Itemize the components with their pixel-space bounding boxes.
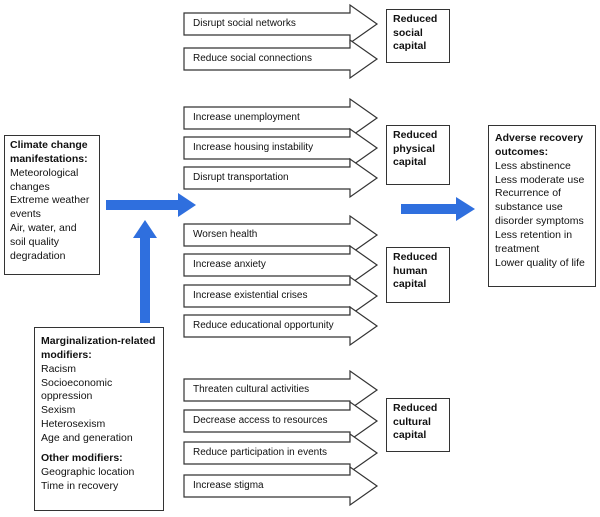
pathway-block-arrow [183, 97, 379, 139]
modifier-item: Sexism [41, 404, 76, 417]
outcome-item: Recurrence of substance use disorder sym… [495, 187, 584, 228]
climate-item: Air, water, and soil quality degradation [10, 222, 77, 262]
other-modifier-item: Geographic location [41, 465, 135, 478]
outcome-item: Lower quality of life [495, 256, 585, 269]
pathway-block-arrow [183, 244, 379, 286]
pathway-block-arrow [183, 3, 379, 45]
reduced-social-capital-box: Reduced social capital [386, 9, 450, 63]
pathway-label-increase-existential-crises: Increase existential crises [193, 290, 308, 301]
reduced-human-capital-box: Reduced human capital [386, 247, 450, 303]
climate-item: Extreme weather events [10, 194, 90, 221]
pathway-label-increase-stigma: Increase stigma [193, 480, 264, 491]
climate-item: Meteorological changes [10, 166, 79, 193]
pathway-label-disrupt-social-networks: Disrupt social networks [193, 18, 296, 29]
outcome-item: Less retention in treatment [495, 229, 573, 255]
pathway-block-arrow [183, 432, 379, 474]
climate-change-title: Climate change manifestations: [10, 139, 88, 165]
pathway-label-disrupt-transportation: Disrupt transportation [193, 172, 289, 183]
pathway-label-increase-anxiety: Increase anxiety [193, 259, 266, 270]
modifiers-flow-arrow [133, 220, 157, 323]
climate-change-box: Climate change manifestations: Meteorolo… [4, 135, 100, 275]
pathway-label-increase-housing-instability: Increase housing instability [193, 142, 314, 153]
modifiers-title: Marginalization-related modifiers: [41, 335, 156, 361]
reduced-physical-capital-text: Reduced physical capital [393, 129, 438, 169]
pathway-block-arrow [183, 157, 379, 199]
outcome-item: Less moderate use [495, 173, 585, 186]
adverse-outcomes-box: Adverse recovery outcomes: Less abstinen… [488, 125, 596, 287]
other-modifiers-title: Other modifiers: [41, 451, 123, 464]
outcome-flow-arrow [401, 197, 475, 221]
modifier-item: Racism [41, 362, 77, 375]
pathway-block-arrow [183, 369, 379, 411]
modifiers-box: Marginalization-related modifiers: Racis… [34, 327, 164, 511]
modifier-item: Heterosexism [41, 418, 106, 431]
pathway-block-arrow [183, 305, 379, 347]
pathway-label-reduce-participation-in-events: Reduce participation in events [193, 447, 327, 458]
pathway-block-arrow [183, 400, 379, 442]
pathway-label-increase-unemployment: Increase unemployment [193, 112, 300, 123]
reduced-cultural-capital-text: Reduced cultural capital [393, 402, 438, 442]
modifier-item: Socioeconomic oppression [41, 376, 113, 403]
pathway-label-decrease-access-to-resources: Decrease access to resources [193, 415, 328, 426]
modifier-item: Age and generation [41, 432, 133, 445]
pathway-label-reduce-social-connections: Reduce social connections [193, 53, 312, 64]
reduced-cultural-capital-box: Reduced cultural capital [386, 398, 450, 452]
reduced-social-capital-text: Reduced social capital [393, 13, 438, 53]
pathway-label-worsen-health: Worsen health [193, 229, 258, 240]
pathway-block-arrow [183, 465, 379, 507]
pathway-block-arrow [183, 38, 379, 80]
climate-flow-arrow [106, 193, 196, 217]
adverse-outcomes-title: Adverse recovery outcomes: [495, 132, 584, 158]
pathway-label-threaten-cultural-activities: Threaten cultural activities [193, 384, 310, 395]
pathway-block-arrow [183, 127, 379, 169]
pathway-label-reduce-educational-opportunity: Reduce educational opportunity [193, 320, 334, 331]
pathway-block-arrow [183, 214, 379, 256]
other-modifier-item: Time in recovery [41, 479, 119, 492]
pathway-block-arrow [183, 275, 379, 317]
outcome-item: Less abstinence [495, 159, 571, 172]
reduced-human-capital-text: Reduced human capital [393, 251, 438, 291]
reduced-physical-capital-box: Reduced physical capital [386, 125, 450, 185]
